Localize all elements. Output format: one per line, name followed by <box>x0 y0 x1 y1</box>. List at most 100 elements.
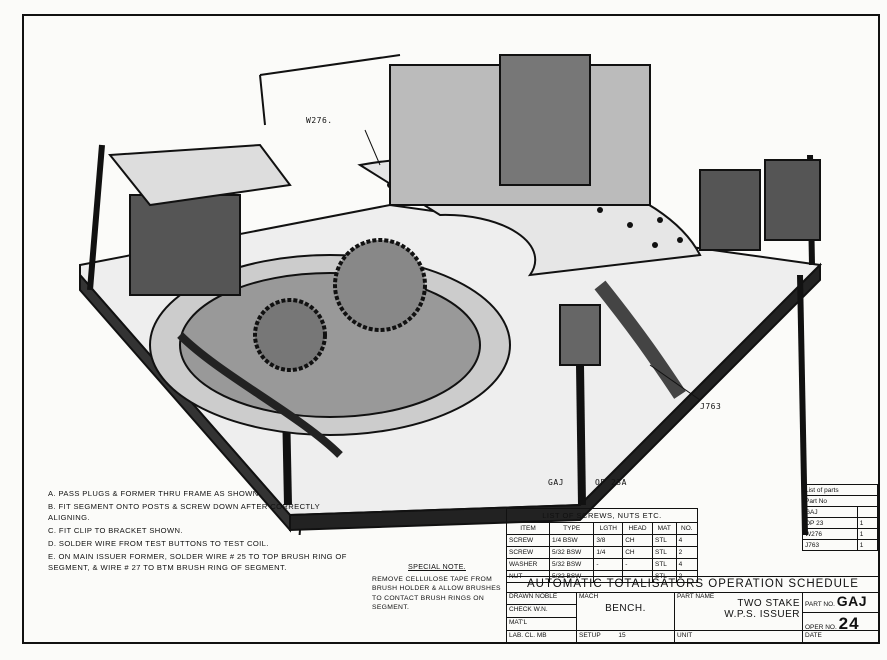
special-note: Special Note. Remove cellulose tape from… <box>372 562 502 613</box>
setup-value: 15 <box>618 632 626 639</box>
leg <box>87 144 105 291</box>
table-row: Screw 5/32 BSW 1/4 CH STL 2 <box>505 546 699 559</box>
screws-table-header: Item Type Lgth Head Mat No. <box>505 522 699 535</box>
base-side-edge <box>79 272 291 533</box>
label-j763: J763 <box>700 402 722 411</box>
gear <box>333 238 427 332</box>
sheet-border <box>22 14 880 644</box>
note-a: A. Pass plugs & former thru frame as sho… <box>48 489 262 498</box>
note-e: E. On main issuer former, solder wire # … <box>48 552 347 572</box>
cell: 1 <box>856 528 879 540</box>
test-coil <box>559 304 601 366</box>
leader-line <box>364 129 381 166</box>
mach-value: BENCH. <box>605 603 646 614</box>
cable-bundle <box>594 280 686 399</box>
table-row: Washer 5/32 BSW - - STL 4 <box>505 558 699 571</box>
cell: 5/32 BSW <box>549 546 595 559</box>
part-no-cell: Part No. GAJ <box>803 592 879 613</box>
gear <box>253 298 327 372</box>
lab-value: MB <box>536 632 547 639</box>
cell: 4 <box>675 558 699 571</box>
date-label: Date <box>805 632 822 639</box>
cell: - <box>593 558 624 571</box>
table-row: GAJ <box>802 506 879 518</box>
cell: GAJ <box>802 506 858 518</box>
cell <box>856 506 879 518</box>
setup-label: Setup <box>579 632 601 639</box>
cell: J763 <box>802 539 858 551</box>
relay-box <box>764 159 821 241</box>
cell: Screw <box>505 534 551 547</box>
part-no-value: GAJ <box>836 593 868 609</box>
schedule-title: AUTOMATIC TOTALISATORS OPERATION SCHEDUL… <box>507 577 879 593</box>
oper-no-cell: Oper No. 24 <box>803 613 879 633</box>
part-name-label: Part Name <box>677 593 715 600</box>
cell: Washer <box>505 558 551 571</box>
oper-no-label: Oper No. <box>805 624 837 631</box>
date-cell: Date <box>803 631 879 644</box>
cell: 1 <box>856 517 879 529</box>
screws-table-title: List of screws, nuts etc. <box>506 508 698 522</box>
post <box>576 364 586 506</box>
drawn-value: Noble <box>535 593 558 600</box>
note-d: D. Solder wire from test buttons to test… <box>48 539 269 548</box>
screws-table: List of screws, nuts etc. Item Type Lgth… <box>505 508 699 583</box>
cell: Screw <box>505 546 551 559</box>
part-name-line1: TWO STAKE <box>737 598 800 609</box>
header-material: Mat <box>651 522 677 535</box>
note-c: C. Fit clip to bracket shown. <box>48 526 183 535</box>
matl-label: Mat'l <box>509 619 528 626</box>
table-row: Screw 1/4 BSW 3/8 CH STL 4 <box>505 534 699 547</box>
unit-cell: Unit <box>675 631 803 644</box>
cell: STL <box>651 534 677 547</box>
lab-cell: Lab. Cl. MB <box>507 631 577 644</box>
cell: 5/32 BSW <box>549 558 595 571</box>
cell: STL <box>651 558 677 571</box>
header-number: No. <box>675 522 699 535</box>
special-note-text: Remove cellulose tape from brush holder … <box>372 575 501 612</box>
relay-box <box>699 169 761 251</box>
cell: 3/8 <box>593 534 624 547</box>
cell: 1/4 BSW <box>549 534 595 547</box>
lab-label: Lab. Cl. <box>509 632 536 639</box>
cell: 4 <box>675 534 699 547</box>
check-value: W.N. <box>533 606 548 613</box>
assembly-notes: A. Pass plugs & former thru frame as sho… <box>48 488 348 575</box>
special-note-heading: Special Note. <box>408 562 466 571</box>
cell: CH <box>622 546 653 559</box>
label-op23a: OP 23A <box>595 478 627 487</box>
cell: W276 <box>802 528 858 540</box>
drawn-cell: Drawn Noble <box>507 592 577 605</box>
cell: CH <box>622 534 653 547</box>
mach-cell: Mach BENCH. <box>577 592 675 631</box>
parts-list-header: Part No <box>802 495 878 507</box>
cell: 1/4 <box>593 546 624 559</box>
coil-assembly <box>129 194 241 296</box>
parts-list-title: List of parts <box>802 484 878 496</box>
header-head: Head <box>622 522 653 535</box>
note-b: B. Fit segment onto posts & screw down a… <box>48 502 320 522</box>
setup-cell: Setup 15 <box>577 631 675 644</box>
oper-no-value: 24 <box>838 614 860 633</box>
cell: 2 <box>675 546 699 559</box>
title-block: AUTOMATIC TOTALISATORS OPERATION SCHEDUL… <box>506 576 880 644</box>
drawn-label: Drawn <box>509 593 534 600</box>
check-label: Check <box>509 606 532 613</box>
part-name-cell: Part Name TWO STAKE W.P.S. ISSUER <box>675 592 803 631</box>
unit-label: Unit <box>677 632 693 639</box>
label-gaj: GAJ <box>548 478 564 487</box>
machine-illustration <box>79 54 823 535</box>
label-w276: W276. <box>306 116 333 125</box>
part-no-label: Part No. <box>805 601 835 608</box>
mach-label: Mach <box>579 593 599 600</box>
cell: - <box>622 558 653 571</box>
leg <box>298 529 301 535</box>
cell: STL <box>651 546 677 559</box>
cell: OP 23 <box>802 517 858 529</box>
header-length: Lgth <box>593 522 624 535</box>
